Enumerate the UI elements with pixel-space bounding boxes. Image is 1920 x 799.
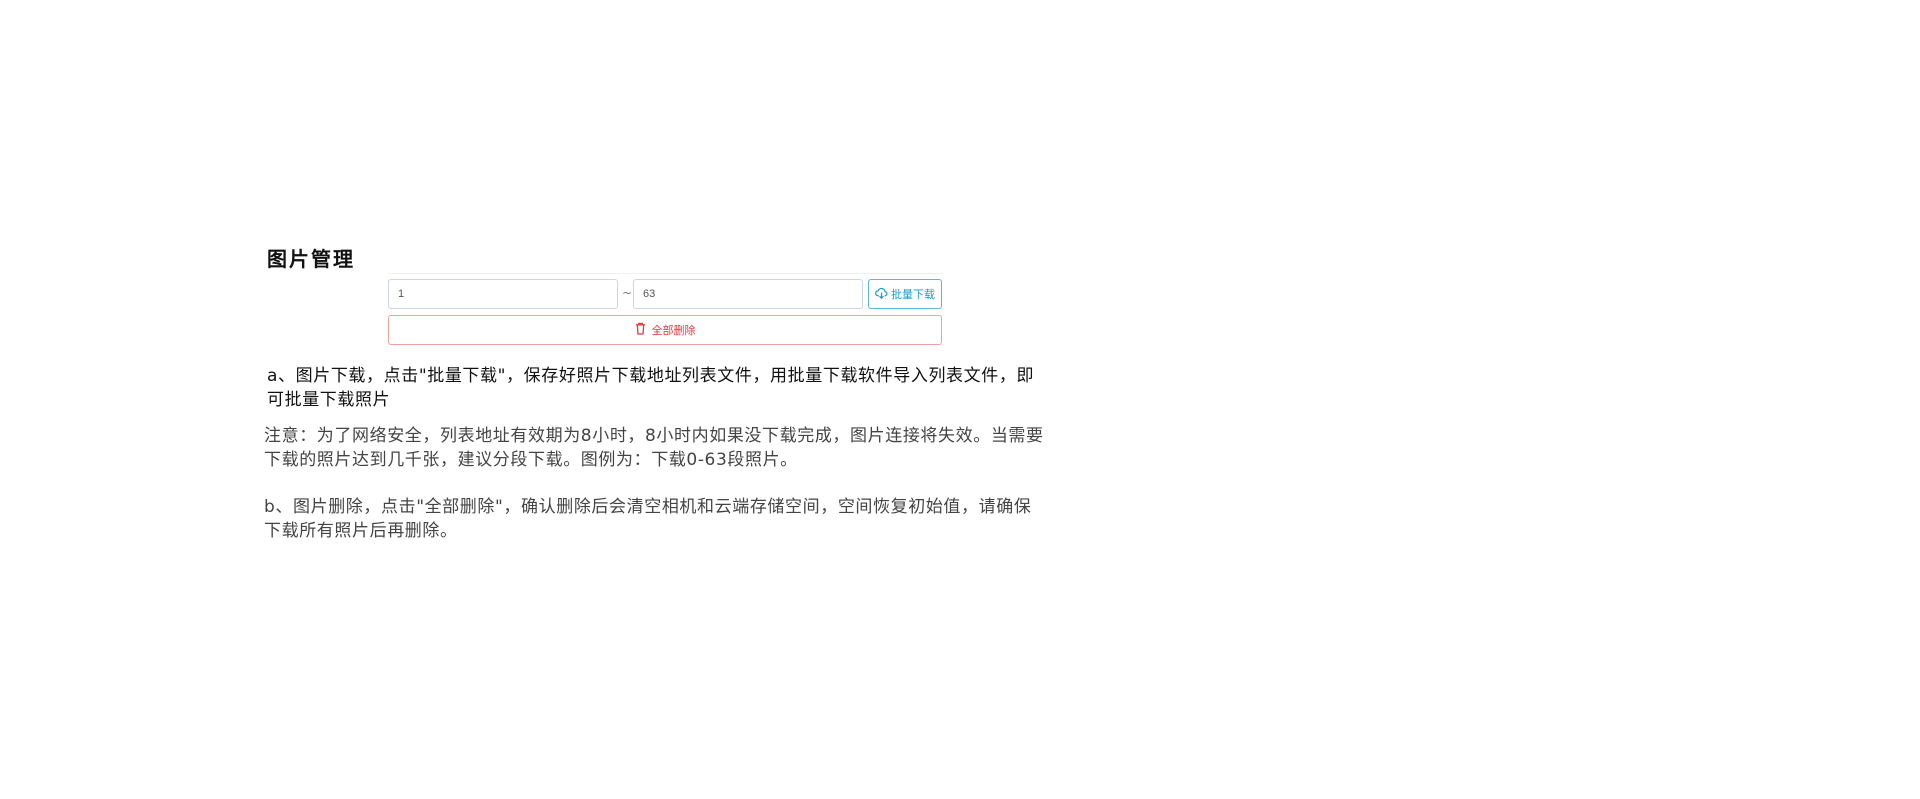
range-start-input[interactable] <box>388 279 618 309</box>
delete-all-button[interactable]: 全部删除 <box>388 315 942 345</box>
trash-icon <box>635 322 646 338</box>
delete-all-label: 全部删除 <box>651 324 696 337</box>
cloud-download-icon <box>875 286 888 302</box>
download-instructions: a、图片下载，点击"批量下载"，保存好照片下载地址列表文件，用批量下载软件导入列… <box>267 366 1035 410</box>
range-end-input[interactable] <box>633 279 863 309</box>
batch-download-label: 批量下载 <box>891 288 935 301</box>
delete-instructions: b、图片删除，点击"全部删除"，确认删除后会清空相机和云端存储空间，空间恢复初始… <box>264 497 1032 541</box>
batch-download-button[interactable]: 批量下载 <box>868 279 942 309</box>
page-title: 图片管理 <box>267 247 355 271</box>
divider <box>388 273 942 274</box>
range-separator: ~ <box>622 286 633 300</box>
security-note: 注意：为了网络安全，列表地址有效期为8小时，8小时内如果没下载完成，图片连接将失… <box>264 426 1044 470</box>
